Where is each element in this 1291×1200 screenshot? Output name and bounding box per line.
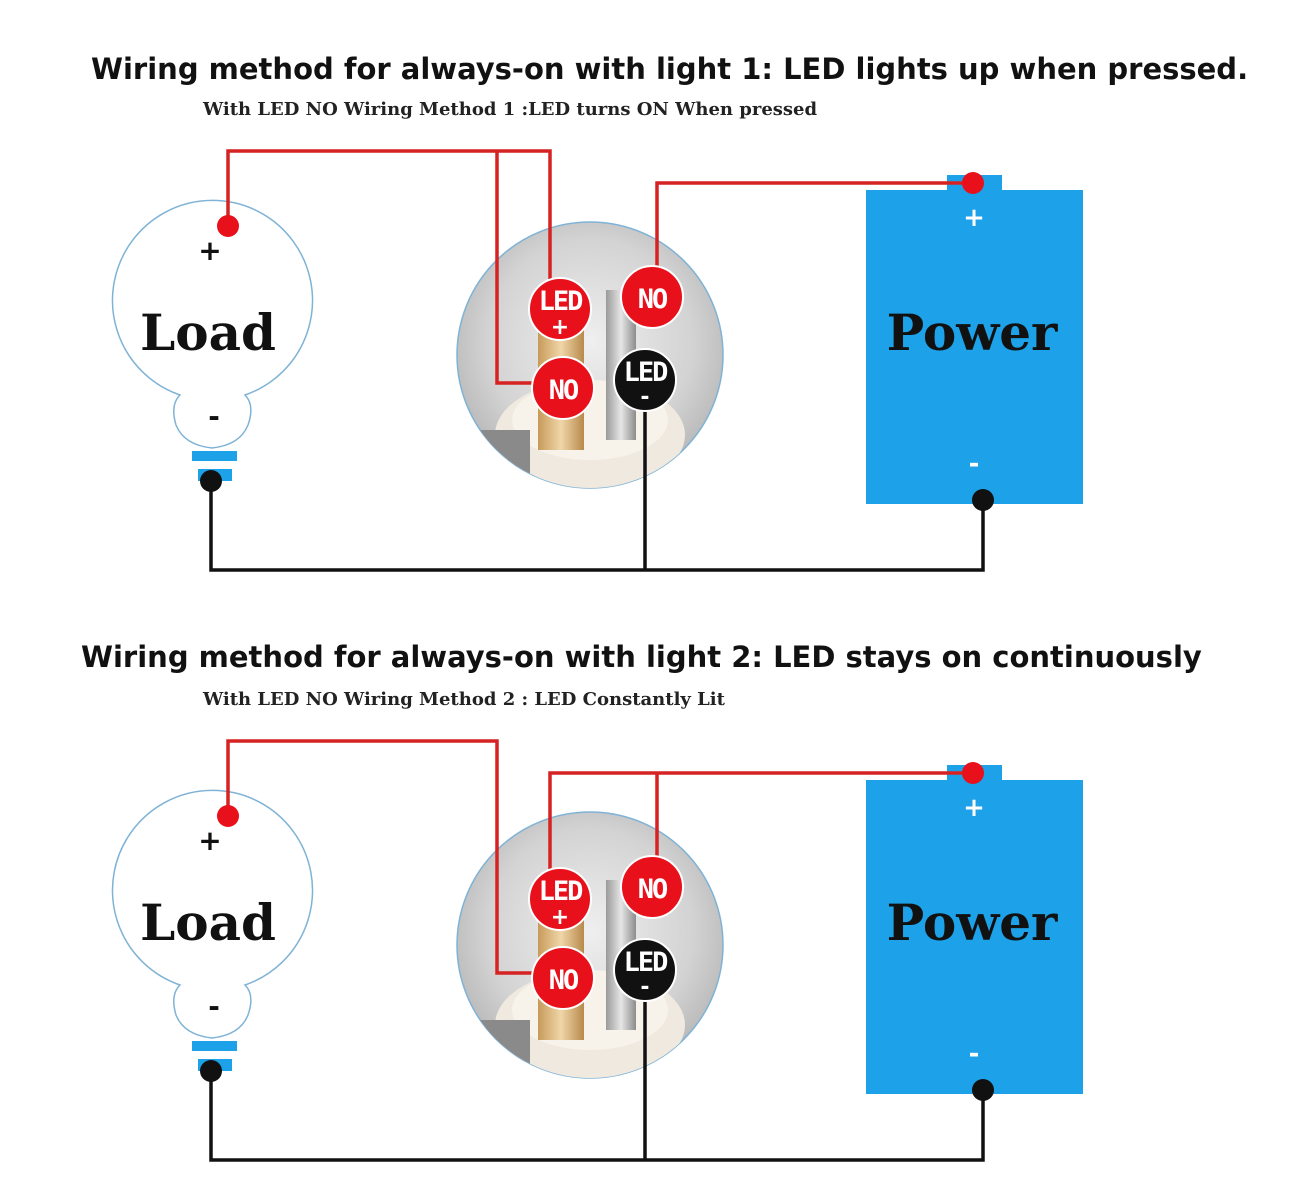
diagram-2-terminal-led-minus: LED - [613, 938, 677, 1002]
diagram-2: + Load - + Power - [111, 739, 1083, 1162]
diagram-2-bulb-base-ring [192, 1041, 237, 1051]
diagram-2-load-plus: + [198, 824, 221, 857]
diagram-1-terminal-no-bottom: NO [531, 356, 595, 420]
diagram-2-load-minus: - [208, 990, 220, 1023]
diagram-1-load-positive-dot [217, 215, 239, 237]
diagram-1-load-plus: + [198, 234, 221, 267]
diagram-2-load-bulb: + Load - [111, 789, 314, 1071]
diagram-1-power-negative-dot [972, 489, 994, 511]
diagram-2-load-negative-dot [200, 1060, 222, 1082]
diagram-2-power-plus: + [963, 793, 985, 823]
diagram-1-subtitle: With LED NO Wiring Method 1 :LED turns O… [203, 99, 818, 120]
diagram-1-power-plus: + [963, 203, 985, 233]
diagram-2-terminal-led-plus-sign: + [551, 905, 569, 930]
diagram-1-terminal-led-minus-sign: - [640, 385, 649, 410]
diagram-1-terminal-no-bottom-label: NO [549, 375, 579, 406]
diagram-2-terminal-no-top: NO [620, 855, 684, 919]
diagram-1-terminal-no-top-label: NO [638, 284, 668, 315]
diagram-1-load-label: Load [140, 303, 276, 362]
diagram-1-negative-wires [209, 410, 985, 572]
diagram-2-terminal-no-top-label: NO [638, 874, 668, 905]
diagram-2-terminal-no-bottom-label: NO [549, 965, 579, 996]
diagram-2-terminal-led-plus: LED + [528, 867, 592, 931]
diagram-2-negative-wires [209, 1000, 985, 1162]
diagram-1-terminal-led-plus: LED + [528, 277, 592, 341]
diagram-2-load-positive-dot [217, 805, 239, 827]
diagram-2-terminal-led-plus-label: LED [539, 876, 584, 907]
diagram-2-load-label: Load [140, 893, 276, 952]
wiring-diagrams-svg: + Load - + Power - [111, 149, 1083, 1162]
diagram-1-power-source: + Power - [866, 175, 1083, 504]
diagram-2-terminal-led-minus-sign: - [640, 975, 649, 1000]
diagram-1-terminal-led-plus-sign: + [551, 315, 569, 340]
diagram-1-terminal-no-top: NO [620, 265, 684, 329]
wiring-diagram-page: Wiring method for always-on with light 1… [81, 52, 1248, 1162]
diagram-1-title: Wiring method for always-on with light 1… [91, 52, 1249, 86]
diagram-1-load-bulb: + Load - [111, 199, 314, 481]
diagram-2-power-negative-dot [972, 1079, 994, 1101]
diagram-1-bulb-base-ring [192, 451, 237, 461]
diagram-2-power-minus: - [969, 1039, 980, 1069]
diagram-1-terminal-led-plus-label: LED [539, 286, 584, 317]
diagram-2-power-label: Power [887, 893, 1058, 952]
diagram-1-load-negative-dot [200, 470, 222, 492]
diagram-1-power-positive-dot [962, 172, 984, 194]
diagram-1: + Load - + Power - [111, 149, 1083, 572]
diagram-2-power-body [866, 780, 1083, 1094]
diagram-2-terminal-no-bottom: NO [531, 946, 595, 1010]
diagram-2-terminal-led-minus-label: LED [624, 947, 669, 978]
diagram-2-title: Wiring method for always-on with light 2… [81, 640, 1202, 674]
diagram-1-load-minus: - [208, 400, 220, 433]
diagram-2-power-positive-dot [962, 762, 984, 784]
diagram-1-power-body [866, 190, 1083, 504]
diagram-1-power-label: Power [887, 303, 1058, 362]
diagram-2-power-source: + Power - [866, 765, 1083, 1094]
diagram-2-subtitle: With LED NO Wiring Method 2 : LED Consta… [203, 689, 725, 710]
diagram-1-terminal-led-minus-label: LED [624, 357, 669, 388]
diagram-1-power-minus: - [969, 449, 980, 479]
diagram-1-terminal-led-minus: LED - [613, 348, 677, 412]
